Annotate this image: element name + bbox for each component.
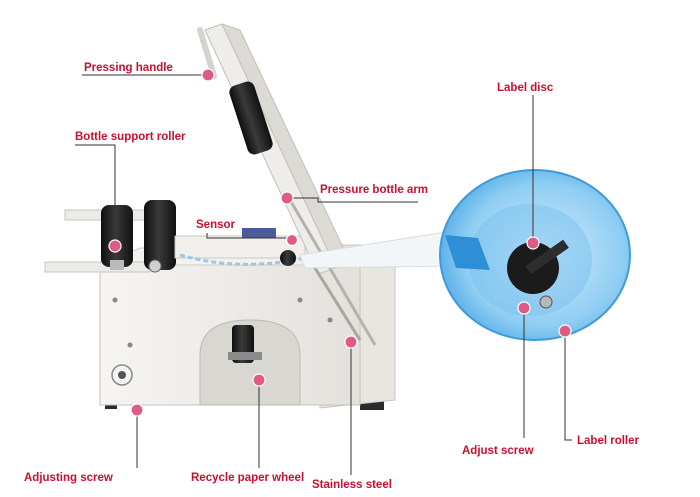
marker-label-roller (558, 324, 572, 338)
marker-adjust-screw (517, 301, 531, 315)
pressure-roller (229, 81, 273, 155)
roller-bearing (148, 259, 162, 273)
marker-adjusting-screw (130, 403, 144, 417)
labeling-machine (44, 23, 396, 410)
leader-sensor (206, 233, 292, 239)
label-label-disc: Label disc (497, 82, 554, 94)
disc-hub-shaft (525, 239, 569, 275)
bottle-support-roller-2 (144, 200, 176, 270)
leader-lines (75, 74, 572, 475)
adjust-screw-head (539, 295, 553, 309)
marker-label-disc (526, 236, 540, 250)
marker-stainless-steel (344, 335, 358, 349)
label-label-roller: Label roller (577, 435, 640, 447)
roller-bracket-1 (110, 260, 124, 270)
body-screw (127, 342, 133, 348)
body-screw (327, 317, 333, 323)
label-recycle-paper-wheel: Recycle paper wheel (191, 472, 304, 484)
bottle-support-roller-1 (101, 205, 133, 267)
guide-rod-2 (308, 259, 362, 341)
pressing-arm-side (221, 23, 351, 269)
label-pressing-handle: Pressing handle (84, 62, 173, 74)
lower-shelf-plate (44, 261, 151, 273)
disc-bracket (445, 235, 490, 270)
label-adjust-screw: Adjust screw (462, 445, 534, 457)
marker-dots (108, 68, 572, 417)
leader-bottle-support-roller (75, 144, 116, 248)
marker-bottle-support-roller (108, 239, 122, 253)
label-disc-assembly (439, 169, 631, 341)
marker-pressure-bottle-arm (280, 191, 294, 205)
adjusting-knob-center (118, 371, 126, 379)
label-pressure-bottle-arm: Pressure bottle arm (320, 184, 428, 196)
callout-labels: Pressing handle Bottle support roller Pr… (24, 62, 640, 491)
pressing-handle-rod (197, 27, 217, 79)
sensor-unit (242, 228, 276, 238)
marker-sensor (285, 233, 299, 247)
label-adjusting-screw: Adjusting screw (24, 472, 113, 484)
guide-rod-1 (288, 199, 377, 346)
marker-recycle-paper-wheel (252, 373, 266, 387)
sensor-roller (280, 250, 296, 266)
body-screw (112, 297, 118, 303)
body-screw (297, 297, 303, 303)
recycle-wheel-shaft (228, 352, 262, 360)
leader-pressure-bottle-arm (287, 197, 418, 203)
label-sensor: Sensor (196, 219, 236, 231)
marker-pressing-handle (201, 68, 215, 82)
label-stainless-steel: Stainless steel (312, 479, 392, 491)
label-bottle-support-roller: Bottle support roller (75, 131, 186, 143)
leader-label-roller (564, 332, 572, 441)
